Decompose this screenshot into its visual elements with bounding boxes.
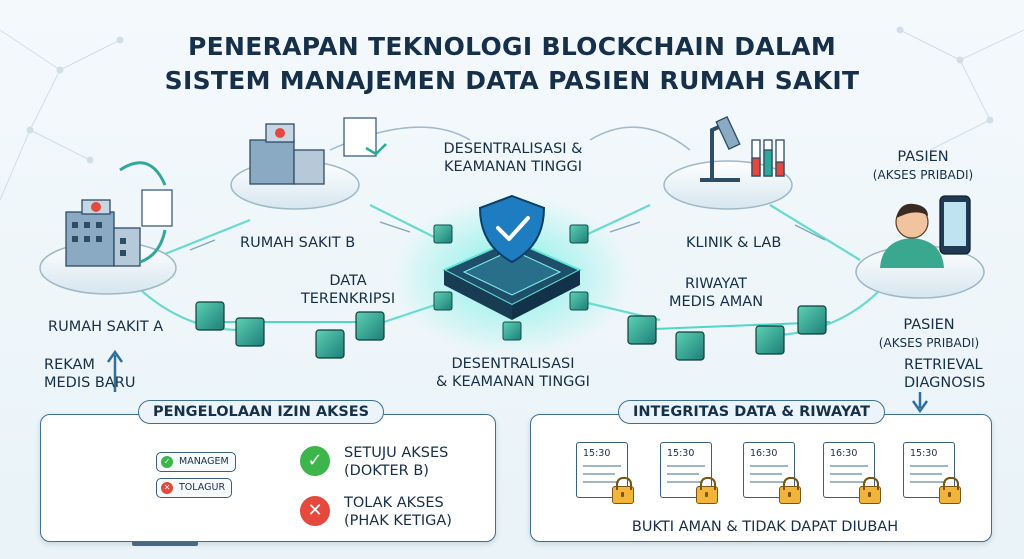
network-mesh-right xyxy=(896,26,1024,151)
lock-icon xyxy=(939,477,961,504)
patient-top-line-2: (AKSES PRIBADI) xyxy=(872,168,974,182)
new-record-line-2: MEDIS BARU xyxy=(44,375,136,391)
approve-label: SETUJU AKSES (DOKTER B) xyxy=(344,444,448,480)
check-icon: ✓ xyxy=(161,456,173,468)
record-time-3: 16:30 xyxy=(750,448,778,459)
approve-line-1: SETUJU AKSES xyxy=(344,445,449,461)
patient-illustration xyxy=(855,195,985,299)
hub-blocks xyxy=(433,224,589,341)
record-time-2: 15:30 xyxy=(667,448,695,459)
close-icon: ✕ xyxy=(161,482,173,494)
clinic-lab-label: KLINIK & LAB xyxy=(686,235,782,251)
manage-chip-label: MANAGEM xyxy=(179,456,229,467)
record-doc-2: 15:30 xyxy=(660,442,712,498)
hospital-b-illustration xyxy=(230,117,387,210)
patient-bottom-line-1: PASIEN xyxy=(903,317,955,333)
patient-top-label: PASIEN (AKSES PRIBADI) xyxy=(868,148,978,184)
new-record-line-1: REKAM xyxy=(44,357,95,373)
reject-chip-label: TOLAGUR xyxy=(179,482,226,493)
shield-icon xyxy=(478,194,546,264)
record-doc-icon xyxy=(141,189,173,227)
lock-icon xyxy=(859,477,881,504)
encrypted-label: DATA TERENKRIPSI xyxy=(292,272,404,308)
hospital-a-illustration xyxy=(39,161,177,295)
chain-left xyxy=(195,301,385,359)
lock-icon xyxy=(779,477,801,504)
lock-icon xyxy=(696,477,718,504)
deny-x-icon[interactable]: ✕ xyxy=(300,496,330,526)
hospital-b-label: RUMAH SAKIT B xyxy=(240,235,356,251)
manage-chip[interactable]: ✓ MANAGEM xyxy=(156,452,236,472)
network-mesh-left xyxy=(0,29,124,201)
lock-icon xyxy=(612,477,634,504)
record-time-5: 15:30 xyxy=(910,448,938,459)
access-panel xyxy=(40,414,496,542)
deny-label: TOLAK AKSES (PHAK KETIGA) xyxy=(344,494,452,530)
record-time-1: 15:30 xyxy=(583,448,611,459)
center-bottom-line-2: & KEAMANAN TINGGI xyxy=(436,374,590,390)
center-bottom-label: DESENTRALISASI & KEAMANAN TINGGI xyxy=(420,355,606,391)
center-bottom-line-1: DESENTRALISASI xyxy=(451,356,575,372)
reject-chip[interactable]: ✕ TOLAGUR xyxy=(156,478,233,498)
title-line-2: SISTEM MANAJEMEN DATA PASIEN RUMAH SAKIT xyxy=(164,66,860,95)
small-arrows xyxy=(189,221,826,251)
integrity-caption: BUKTI AMAN & TIDAK DAPAT DIUBAH xyxy=(631,519,899,535)
history-line-1: RIWAYAT xyxy=(684,276,748,292)
retrieval-line-1: RETRIEVAL xyxy=(904,357,983,373)
deny-line-2: (PHAK KETIGA) xyxy=(344,513,452,529)
record-doc-5: 15:30 xyxy=(903,442,955,498)
deny-line-1: TOLAK AKSES xyxy=(344,495,444,511)
integrity-panel-title: INTEGRITAS DATA & RIWAYAT xyxy=(618,400,885,424)
approve-check-icon[interactable]: ✓ xyxy=(300,446,330,476)
retrieval-label: RETRIEVAL DIAGNOSIS xyxy=(904,356,985,392)
history-line-2: MEDIS AMAN xyxy=(668,294,764,310)
encrypted-line-2: TERENKRIPSI xyxy=(300,291,396,307)
center-top-line-1: DESENTRALISASI & xyxy=(443,141,583,157)
patient-top-line-1: PASIEN xyxy=(897,149,949,165)
page-title: PENERAPAN TEKNOLOGI BLOCKCHAIN DALAM SIS… xyxy=(0,30,1024,98)
clinic-lab-illustration xyxy=(663,116,793,210)
title-line-1: PENERAPAN TEKNOLOGI BLOCKCHAIN DALAM xyxy=(187,32,837,61)
record-time-4: 16:30 xyxy=(830,448,858,459)
retrieval-line-2: DIAGNOSIS xyxy=(904,375,986,391)
vertical-arrows xyxy=(106,349,929,414)
encrypted-line-1: DATA xyxy=(329,273,367,289)
chain-right xyxy=(627,305,831,361)
patient-bottom-line-2: (AKSES PRIBADI) xyxy=(878,336,980,350)
blockchain-hub xyxy=(441,238,583,320)
history-label: RIWAYAT MEDIS AMAN xyxy=(660,275,772,311)
approve-line-2: (DOKTER B) xyxy=(344,463,429,479)
hospital-a-label: RUMAH SAKIT A xyxy=(48,319,164,335)
center-top-label: DESENTRALISASI & KEAMANAN TINGGI xyxy=(430,140,596,176)
patient-bottom-label: PASIEN (AKSES PRIBADI) xyxy=(866,316,992,352)
new-record-label: REKAM MEDIS BARU xyxy=(44,356,135,392)
center-top-line-2: KEAMANAN TINGGI xyxy=(444,159,582,175)
access-panel-title: PENGELOLAAN IZIN AKSES xyxy=(138,400,385,424)
